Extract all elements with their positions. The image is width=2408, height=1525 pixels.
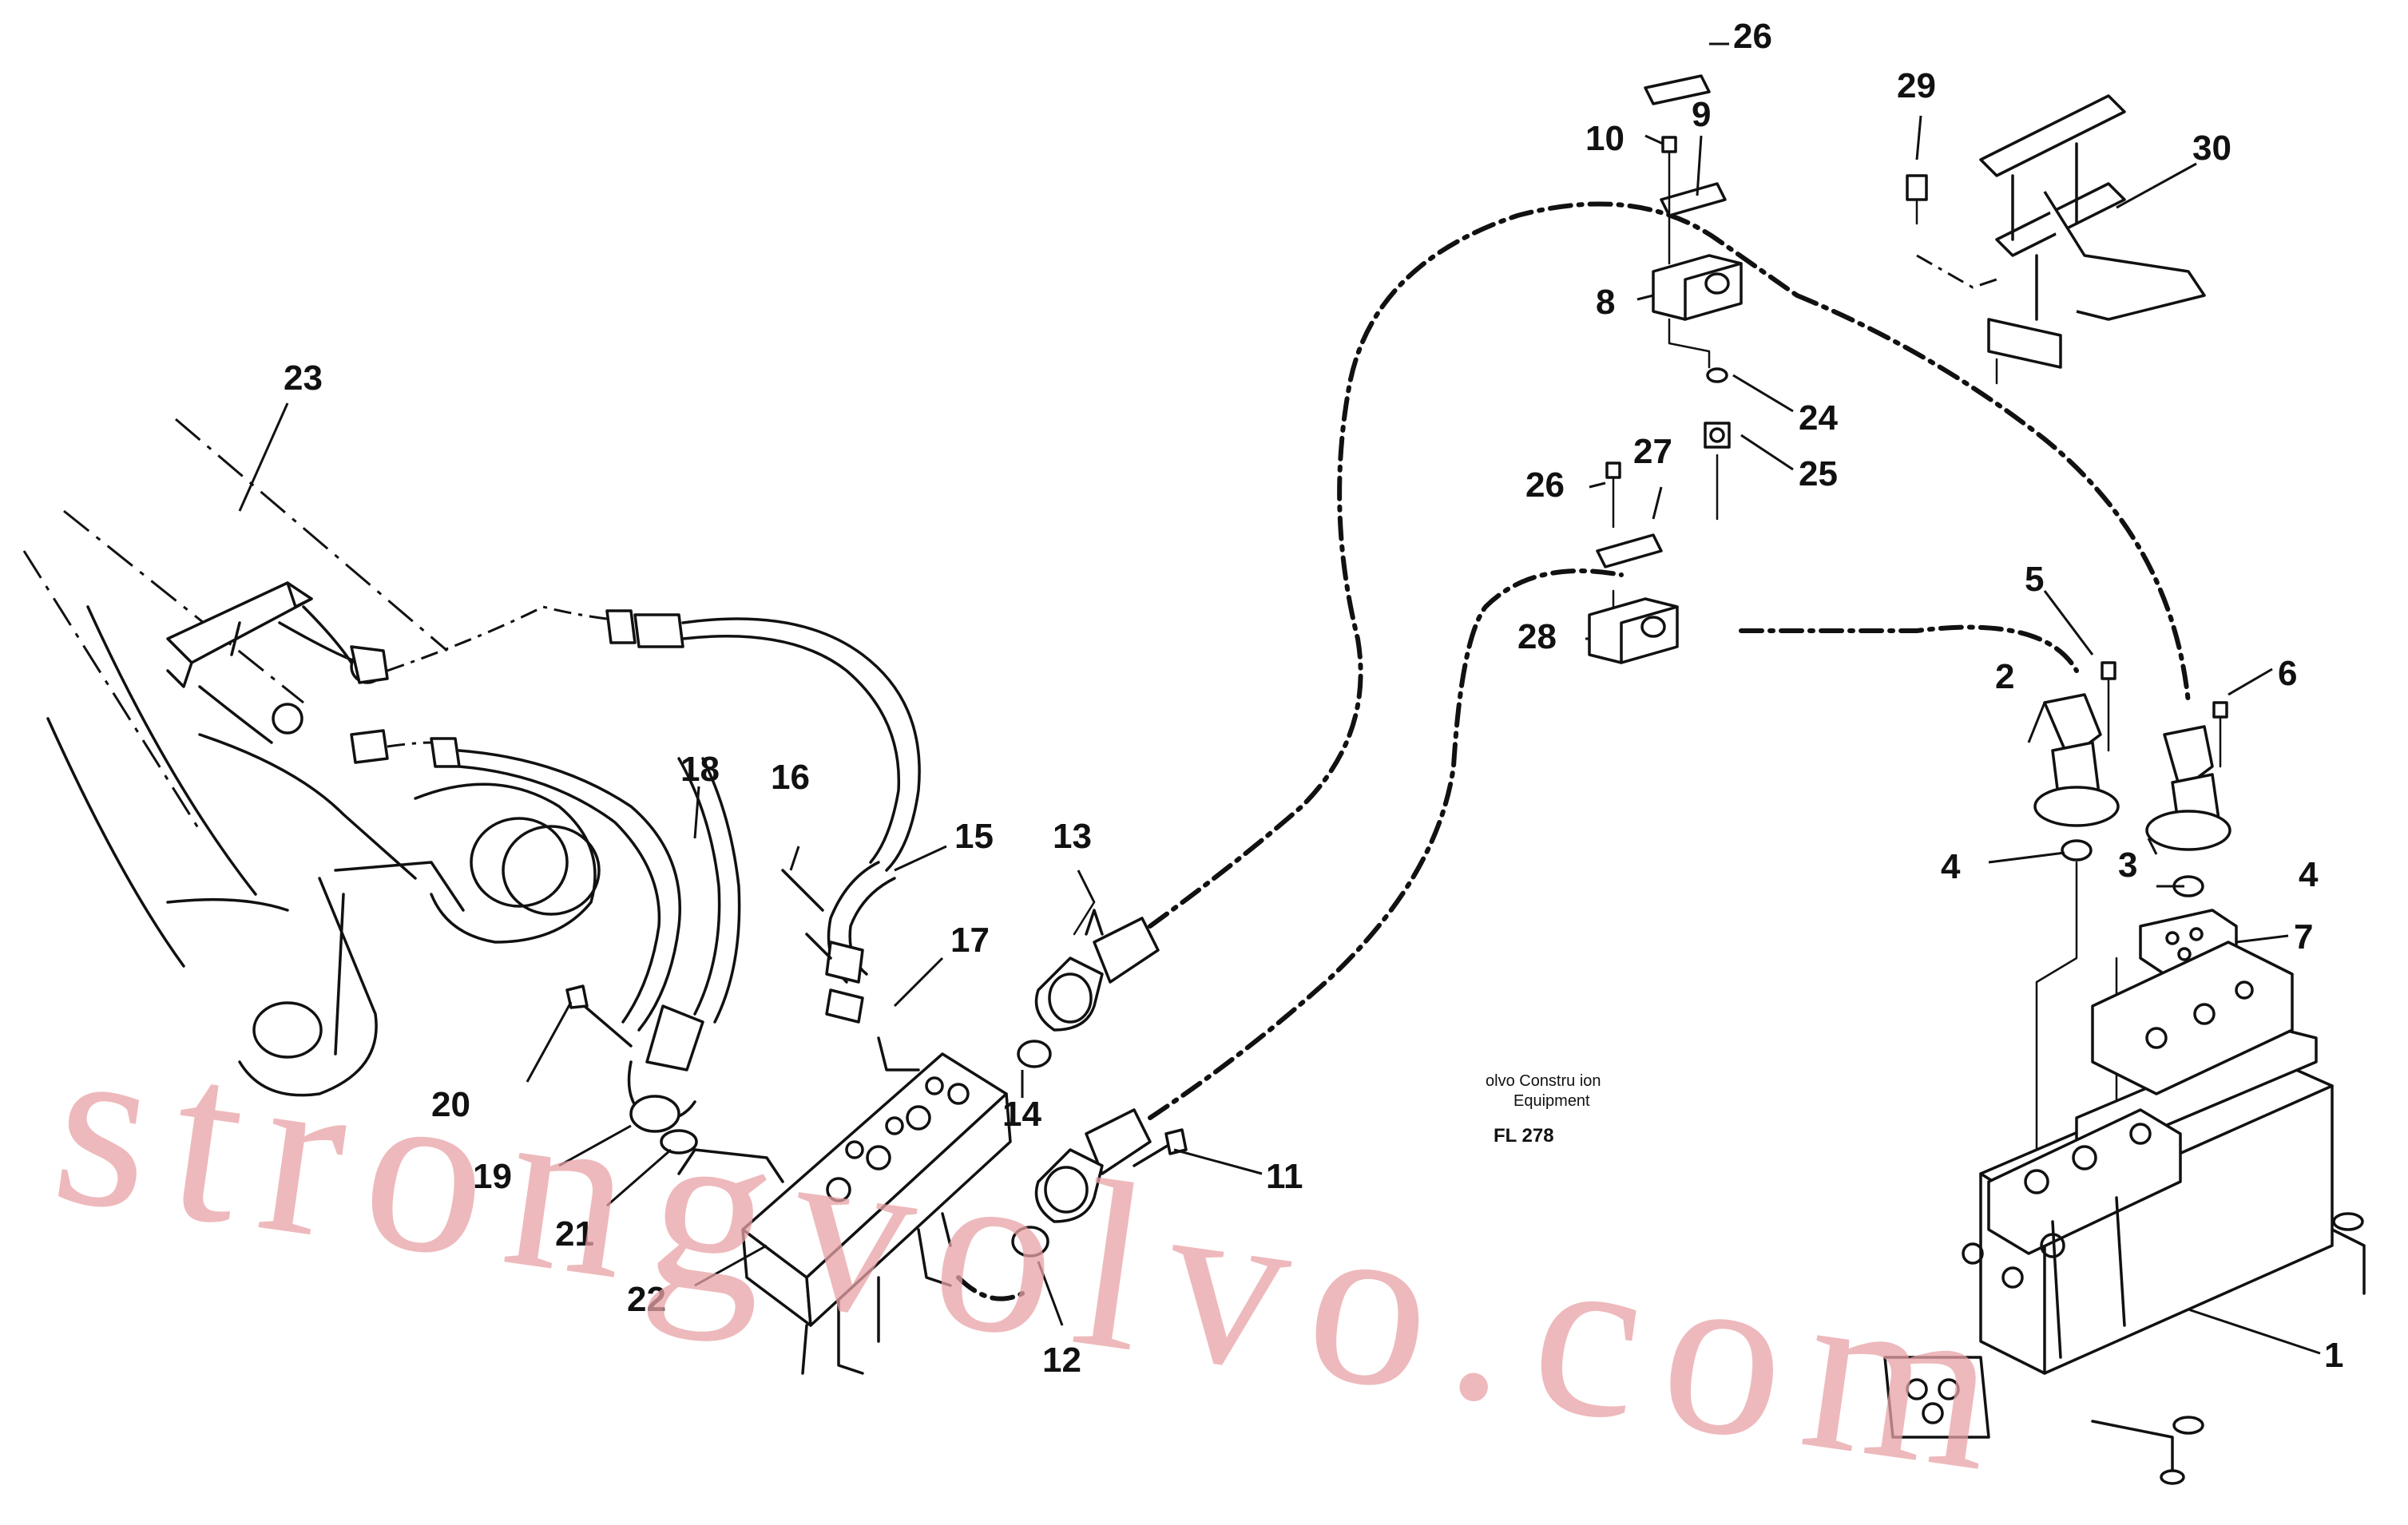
callout-17: 17 (950, 921, 990, 960)
callout-1: 1 (2324, 1336, 2343, 1375)
hose-loop-15-17 (781, 861, 920, 1071)
connector-11-12 (1011, 1108, 1188, 1258)
hose-assembly-18-21 (565, 757, 784, 1183)
callout-15: 15 (954, 817, 994, 856)
callout-8: 8 (1596, 283, 1615, 322)
callout-27: 27 (1633, 432, 1672, 471)
callout-21: 21 (555, 1214, 594, 1254)
callout-26-mid: 26 (1525, 465, 1565, 505)
long-hoses (956, 201, 2191, 1301)
figure-code: FL 278 (1494, 1125, 1554, 1147)
callout-5: 5 (2025, 560, 2044, 599)
callout-4-a: 4 (1941, 847, 1961, 886)
callout-6: 6 (2278, 654, 2297, 693)
boom-arm (22, 418, 601, 1097)
callout-2: 2 (1995, 657, 2014, 696)
callout-30: 30 (2192, 129, 2231, 168)
clamp-stack-8-10 (1644, 74, 1743, 521)
stamp-line-1: olvo Constru ion (1486, 1072, 1601, 1090)
callout-14: 14 (1002, 1095, 1041, 1134)
connector-13-14 (1017, 901, 1160, 1068)
stamp-line-2: Equipment (1513, 1092, 1590, 1110)
main-valve-block-1 (1883, 941, 2366, 1485)
callout-9: 9 (1692, 95, 1711, 134)
callouts: 1 2 3 4 4 5 6 7 8 9 10 11 12 13 14 15 16… (284, 17, 2343, 1380)
lower-hose (350, 729, 681, 1032)
callout-29: 29 (1897, 66, 1936, 105)
callout-3: 3 (2118, 846, 2137, 885)
callout-20: 20 (431, 1085, 470, 1124)
manufacturer-stamp: olvo Constru ion Equipment FL 278 (1486, 1072, 1601, 1147)
callout-16: 16 (771, 758, 810, 797)
valve-block-22 (741, 1052, 1012, 1375)
callout-12: 12 (1042, 1341, 1081, 1380)
callout-23: 23 (284, 358, 323, 398)
leader-lines (238, 42, 2321, 1355)
callout-24: 24 (1799, 398, 1838, 438)
callout-26-top: 26 (1733, 17, 1772, 56)
boom-bracket (166, 581, 385, 744)
callout-25: 25 (1799, 454, 1838, 493)
callout-19: 19 (473, 1157, 512, 1196)
callout-4-b: 4 (2299, 855, 2319, 894)
callout-7: 7 (2294, 917, 2313, 957)
clamp-stack-26-28 (1588, 461, 1679, 664)
callout-18: 18 (680, 750, 720, 789)
callout-10: 10 (1585, 119, 1625, 158)
upper-hose (278, 605, 921, 872)
callout-13: 13 (1053, 817, 1092, 856)
bracket-29-30 (1906, 94, 2206, 385)
callout-11: 11 (1266, 1157, 1303, 1196)
callout-22: 22 (627, 1280, 666, 1319)
callout-28: 28 (1517, 617, 1557, 656)
